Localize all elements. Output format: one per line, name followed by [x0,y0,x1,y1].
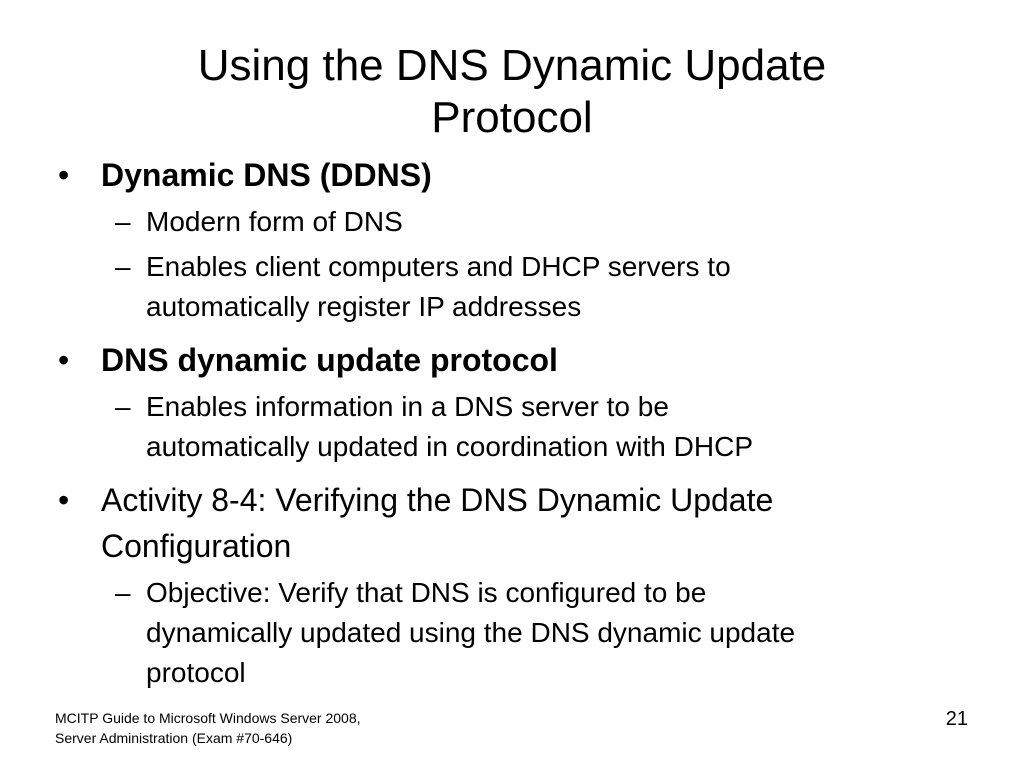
sub-list-wrapper: – Modern form of DNS – Enables client co… [58,202,958,327]
sub-list-dynamic-dns: – Modern form of DNS – Enables client co… [58,202,958,327]
sub-list-activity: – Objective: Verify that DNS is configur… [58,573,958,693]
sub-list-wrapper: – Enables information in a DNS server to… [58,387,958,467]
footer-line-1: MCITP Guide to Microsoft Windows Server … [55,710,361,726]
sub-list-wrapper: – Objective: Verify that DNS is configur… [58,573,958,693]
bullet-text-line-1: Activity 8-4: Verifying the DNS Dynamic … [101,482,774,518]
sub-bullet-text-line-2: dynamically updated using the DNS dynami… [146,617,796,648]
bullet-list: • Dynamic DNS (DDNS) – Modern form of DN… [58,152,958,703]
bullet-icon: • [58,157,70,193]
sub-bullet-text-line-2: automatically register IP addresses [146,291,582,322]
sub-bullet-text-line-1: Enables client computers and DHCP server… [146,251,731,282]
sub-bullet-modern-form: – Modern form of DNS [58,202,958,242]
sub-bullet-text-line-2: automatically updated in coordination wi… [146,431,753,462]
footer-course-title: MCITP Guide to Microsoft Windows Server … [55,708,475,748]
sub-bullet-text-line-3: protocol [146,657,246,688]
dash-icon: – [115,391,131,422]
dash-icon: – [115,206,131,237]
sub-list-update-protocol: – Enables information in a DNS server to… [58,387,958,467]
slide-page-number: 21 [945,708,968,730]
sub-bullet-enables-information: – Enables information in a DNS server to… [58,387,958,467]
sub-bullet-enables-clients: – Enables client computers and DHCP serv… [58,247,958,327]
slide-title: Using the DNS Dynamic Update Protocol [80,40,944,144]
bullet-activity-8-4: • Activity 8-4: Verifying the DNS Dynami… [58,477,958,569]
bullet-dns-dynamic-update-protocol: • DNS dynamic update protocol [58,337,958,383]
bullet-text: Dynamic DNS (DDNS) [101,157,432,193]
sub-bullet-text: Modern form of DNS [146,206,403,237]
bullet-text: DNS dynamic update protocol [101,342,558,378]
sub-bullet-objective: – Objective: Verify that DNS is configur… [58,573,958,693]
bullet-dynamic-dns: • Dynamic DNS (DDNS) [58,152,958,198]
bullet-icon: • [58,342,70,378]
slide-title-line-1: Using the DNS Dynamic Update [197,41,827,90]
slide-title-line-2: Protocol [431,93,593,142]
sub-bullet-text-line-1: Objective: Verify that DNS is configured… [146,577,707,608]
bullet-icon: • [58,482,70,518]
bullet-text-line-2: Configuration [101,528,292,564]
footer-line-2: Server Administration (Exam #70-646) [55,730,293,746]
dash-icon: – [115,577,131,608]
dash-icon: – [115,251,131,282]
sub-bullet-text-line-1: Enables information in a DNS server to b… [146,391,669,422]
